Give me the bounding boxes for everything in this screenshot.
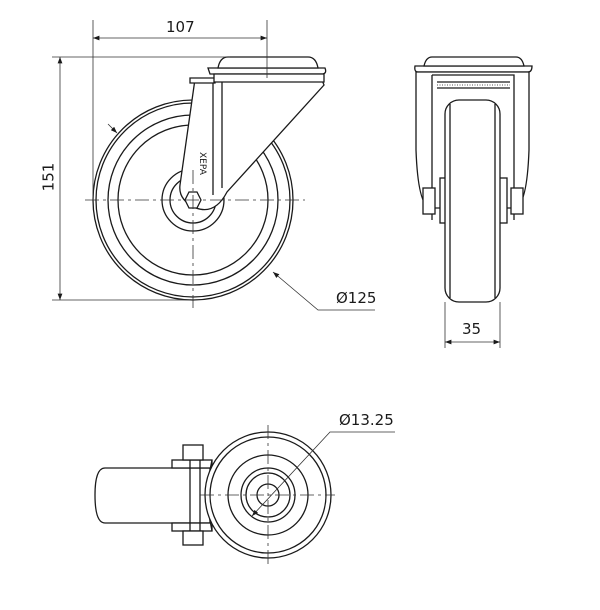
dimension-35-label: 35: [462, 320, 482, 338]
side-nut-right: [510, 187, 524, 215]
dimension-125-label: Ø125: [336, 289, 377, 307]
side-nut-left: [422, 187, 436, 215]
dimension-125-leader: [272, 271, 375, 311]
top-bolt-upper: [182, 444, 204, 461]
front-view: XEPA: [52, 20, 375, 311]
dimension-13-25-leader: [251, 431, 395, 517]
dimension-151-label: 151: [39, 162, 58, 192]
side-tire: [444, 99, 501, 303]
top-plate: [217, 56, 319, 69]
top-view-plate: [94, 467, 211, 524]
top-view: [94, 425, 395, 565]
side-view: [414, 56, 533, 348]
dimension-107-label: 107: [166, 18, 195, 36]
top-bolt-lower: [182, 530, 204, 546]
logo: XEPA: [197, 152, 207, 176]
fork: [179, 78, 325, 211]
dimension-13-25-label: Ø13.25: [339, 411, 394, 429]
